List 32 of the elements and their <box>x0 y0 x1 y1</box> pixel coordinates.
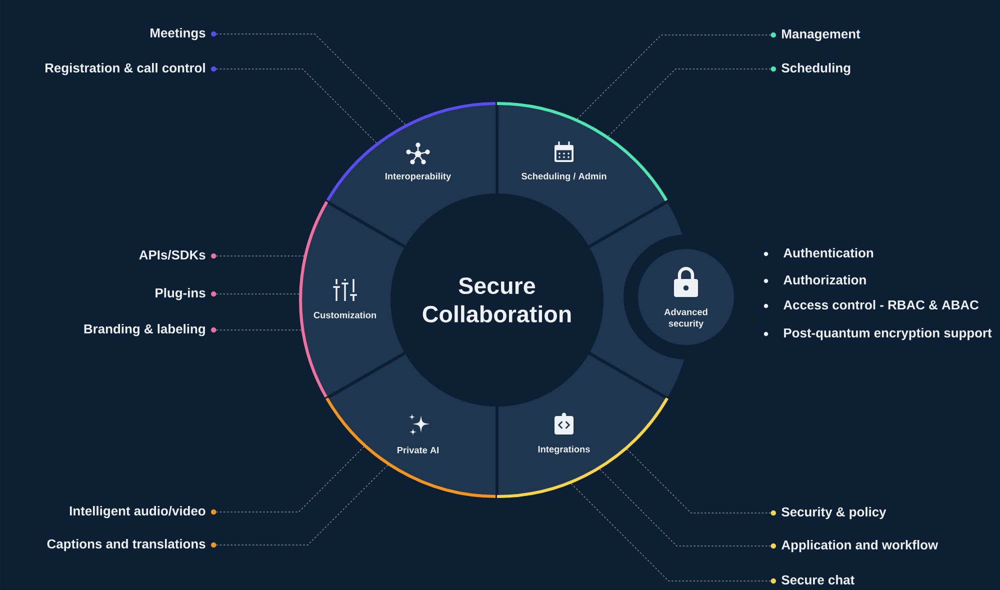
feature-label: Security & policy <box>782 507 886 520</box>
circle-node: Advanced security <box>638 248 734 345</box>
feature-label: APIs/SDKs <box>139 250 206 260</box>
leader-line <box>216 34 406 125</box>
feature-label: Plug-ins <box>156 288 206 300</box>
feature-label: Captions and translations <box>47 539 206 552</box>
hub-label: Secure Collaboration <box>422 278 571 322</box>
list-item: Post-quantum encryption support <box>784 328 992 340</box>
leader-line <box>216 446 364 512</box>
leader-line <box>216 68 377 144</box>
feature-label: Intelligent audio/video <box>70 506 206 518</box>
feature-label: Secure chat <box>782 575 854 584</box>
ring-segment: Private AI <box>324 350 499 500</box>
list-item: Authorization <box>784 275 866 284</box>
leader-line <box>576 34 772 120</box>
feature-label: Meetings <box>150 28 206 40</box>
feature-label: Application and workflow <box>782 540 938 552</box>
list-item: Access control - RBAC & ABAC <box>784 300 979 310</box>
ring-segment: Interoperability <box>324 100 498 249</box>
leader-line <box>570 483 772 582</box>
feature-label: Branding & labeling <box>84 324 205 336</box>
ring-segment: Customization <box>298 199 408 400</box>
feature-label: Scheduling <box>782 63 850 76</box>
leader-line <box>216 464 388 546</box>
leader-line <box>608 68 772 137</box>
leader-line <box>600 468 772 546</box>
ring-segment: Scheduling / Admin <box>496 100 670 249</box>
feature-label: Management <box>782 29 860 42</box>
feature-label: Registration & call control <box>45 63 205 76</box>
list-item: Authentication <box>784 248 874 258</box>
leader-line <box>626 448 772 514</box>
ring-segment: Integrations <box>496 350 670 500</box>
